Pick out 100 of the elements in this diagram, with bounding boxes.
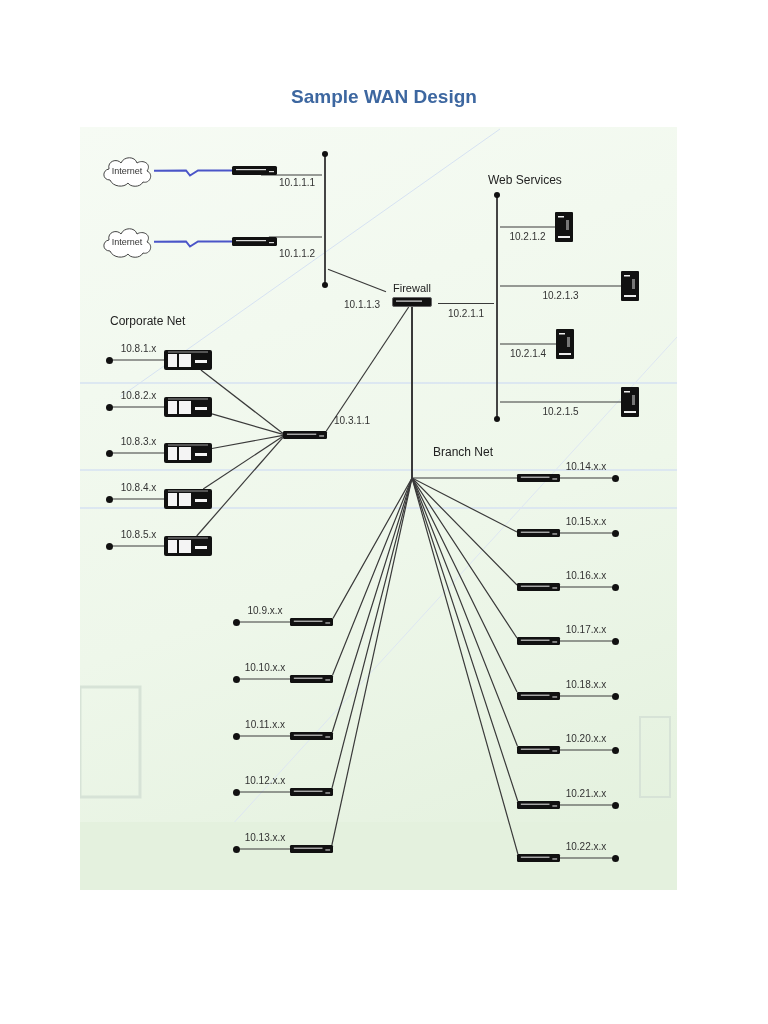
router-icon bbox=[164, 397, 212, 417]
network-link-line bbox=[239, 735, 291, 737]
router-icon bbox=[290, 675, 333, 683]
router-icon bbox=[517, 583, 560, 591]
network-link-line bbox=[499, 285, 622, 287]
edge-label: 10.8.5.x bbox=[120, 529, 157, 541]
edge-label: 10.21.x.x bbox=[565, 788, 607, 800]
router-icon bbox=[290, 788, 333, 796]
wan-link-line bbox=[153, 240, 233, 248]
network-link-line bbox=[559, 749, 613, 751]
network-link-line bbox=[559, 804, 613, 806]
network-link-line bbox=[327, 268, 387, 293]
ip-address-label: 10.3.1.1 bbox=[334, 415, 371, 427]
endpoint-dot bbox=[612, 583, 619, 591]
network-link-line bbox=[499, 343, 557, 345]
router-icon bbox=[517, 801, 560, 809]
edge-label: 10.2.1.4 bbox=[509, 348, 547, 360]
edge-label: 10.8.4.x bbox=[120, 482, 157, 494]
ip-address-label: 10.1.1.1 bbox=[279, 177, 316, 189]
endpoint-dot bbox=[612, 474, 619, 482]
edge-label: 10.2.1.5 bbox=[542, 406, 579, 418]
edge-label: 10.14.x.x bbox=[565, 461, 607, 473]
network-link-line bbox=[239, 678, 291, 680]
network-link-line bbox=[559, 477, 613, 479]
router-icon bbox=[164, 443, 212, 463]
edge-label: 10.22.x.x bbox=[565, 841, 607, 853]
edge-label: 10.20.x.x bbox=[565, 733, 607, 745]
network-link-line bbox=[559, 586, 613, 588]
endpoint-dot bbox=[106, 356, 113, 364]
network-link-line bbox=[325, 306, 410, 432]
router-icon bbox=[290, 618, 333, 626]
router-icon bbox=[164, 350, 212, 370]
network-link-line bbox=[559, 695, 613, 697]
network-link-line bbox=[112, 359, 165, 361]
endpoint-dot bbox=[106, 542, 113, 550]
network-link-line bbox=[200, 369, 284, 435]
page-title: Sample WAN Design bbox=[291, 86, 477, 107]
server-icon bbox=[555, 212, 573, 242]
router-icon bbox=[517, 474, 560, 482]
router-icon bbox=[290, 732, 333, 740]
edge-label: 10.18.x.x bbox=[565, 679, 607, 691]
edge-label: 10.2.1.1 bbox=[447, 307, 485, 320]
ip-address-label: 10.1.1.3 bbox=[344, 299, 381, 311]
endpoint-dot bbox=[612, 801, 619, 809]
network-link-line bbox=[559, 640, 613, 642]
endpoint-dot bbox=[612, 529, 619, 537]
network-link-line bbox=[260, 174, 323, 176]
edge-label: 10.8.3.x bbox=[120, 436, 157, 448]
section-heading: Branch Net bbox=[433, 445, 494, 459]
ip-address-label: 10.1.1.2 bbox=[279, 248, 316, 260]
router-icon bbox=[164, 536, 212, 556]
endpoint-dot bbox=[106, 449, 113, 457]
network-link-line bbox=[437, 302, 495, 305]
network-link-line bbox=[499, 401, 622, 403]
endpoint-dot bbox=[612, 746, 619, 754]
network-link-line bbox=[112, 545, 165, 547]
server-icon bbox=[556, 329, 574, 359]
edge-label: 10.11.x.x bbox=[245, 719, 285, 731]
endpoint-dot bbox=[233, 788, 240, 796]
endpoint-dot bbox=[612, 692, 619, 700]
edge-label: 10.2.1.2 bbox=[509, 231, 546, 243]
endpoint-dot bbox=[233, 675, 240, 683]
router-icon bbox=[232, 166, 277, 175]
network-link-line bbox=[112, 406, 165, 408]
network-link-line bbox=[112, 452, 165, 454]
router-icon bbox=[517, 637, 560, 645]
network-link-line bbox=[112, 498, 165, 500]
network-link-line bbox=[196, 436, 284, 537]
router-icon bbox=[517, 529, 560, 537]
server-icon bbox=[621, 387, 639, 417]
bus-line bbox=[494, 192, 500, 422]
cloud-label: Internet bbox=[110, 166, 144, 176]
edge-label: 10.15.x.x bbox=[565, 516, 607, 528]
switch-icon bbox=[283, 431, 327, 439]
edge-label: 10.16.x.x bbox=[565, 570, 607, 582]
section-heading: Web Services bbox=[488, 173, 562, 187]
router-icon bbox=[290, 845, 333, 853]
edge-label: 10.10.x.x bbox=[244, 662, 286, 674]
router-icon bbox=[517, 692, 560, 700]
edge-label: 10.9.x.x bbox=[247, 605, 283, 617]
cloud-label: Internet bbox=[110, 237, 144, 247]
endpoint-dot bbox=[106, 403, 113, 411]
device-label: Firewall bbox=[392, 282, 432, 295]
network-link-line bbox=[559, 857, 613, 859]
server-icon bbox=[621, 271, 639, 301]
router-icon bbox=[164, 489, 212, 509]
network-link-line bbox=[499, 226, 556, 228]
endpoint-dot bbox=[233, 618, 240, 626]
endpoint-dot bbox=[106, 495, 113, 503]
router-icon bbox=[517, 746, 560, 754]
edge-label: 10.2.1.3 bbox=[542, 290, 579, 302]
endpoint-dot bbox=[233, 732, 240, 740]
router-icon bbox=[517, 854, 560, 862]
edge-label: 10.8.2.x bbox=[120, 390, 157, 402]
network-link-line bbox=[211, 413, 284, 435]
router-icon bbox=[232, 237, 277, 246]
network-link-line bbox=[239, 621, 291, 623]
edge-label: 10.17.x.x bbox=[565, 624, 607, 636]
network-link-line bbox=[202, 435, 284, 490]
network-link-line bbox=[239, 791, 291, 793]
